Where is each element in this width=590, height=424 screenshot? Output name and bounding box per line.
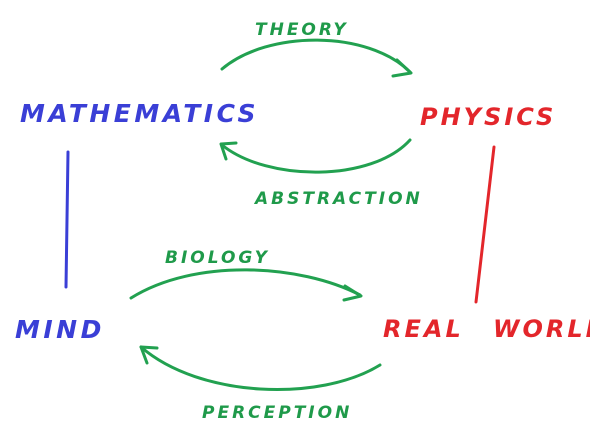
edge-label-perception: PERCEPTION: [202, 403, 352, 423]
biology-arrow-curve: [129, 268, 362, 300]
abstraction-arrowhead: [219, 141, 238, 161]
abstraction-arrow-curve: [220, 138, 412, 174]
abstraction-arrow: [219, 138, 412, 174]
theory-arrowhead: [391, 58, 413, 78]
node-world: WORLD: [493, 315, 590, 343]
theory-arrow: [220, 38, 413, 78]
edge-label-theory: THEORY: [255, 20, 349, 40]
node-mathematics: MATHEMATICS: [20, 99, 259, 128]
perception-arrow: [139, 345, 382, 391]
biology-arrow: [129, 268, 363, 302]
edge-label-biology: BIOLOGY: [165, 248, 270, 268]
perception-arrowhead: [139, 345, 159, 365]
perception-arrow-curve: [139, 345, 382, 391]
theory-arrow-curve: [220, 38, 412, 74]
physics-world-connector: [474, 145, 496, 304]
node-real: REAL: [383, 315, 464, 343]
mathematics-mind-connector: [64, 150, 70, 289]
edge-label-abstraction: ABSTRACTION: [253, 189, 423, 209]
biology-arrowhead: [342, 284, 363, 302]
node-physics: PHYSICS: [420, 103, 556, 131]
node-mind: MIND: [15, 315, 105, 344]
